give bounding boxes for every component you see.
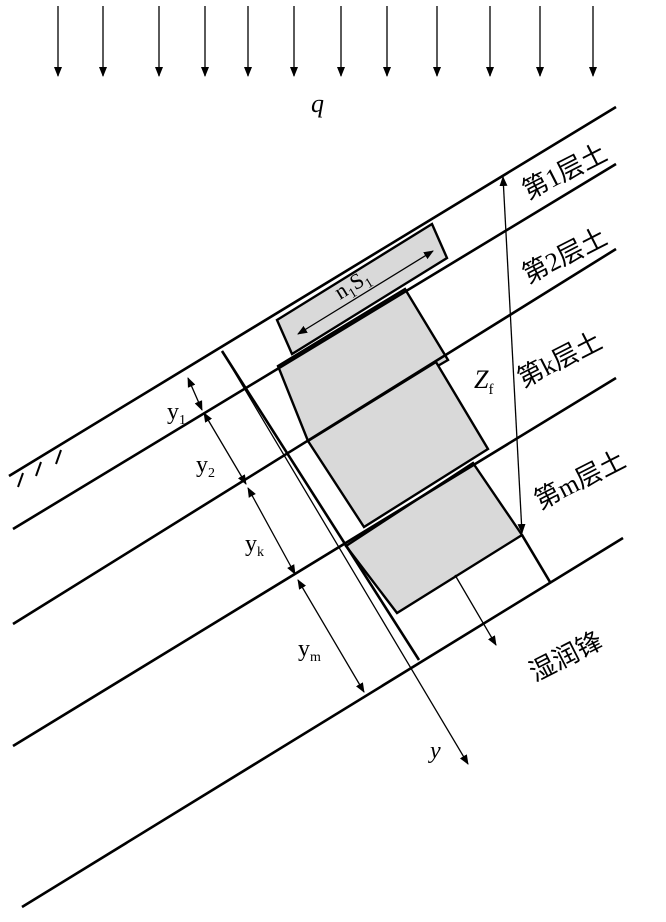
- layerm-label: 第m层土: [530, 445, 631, 515]
- yk-dimension-arrow: [247, 487, 296, 575]
- ground-hatch-marks: [17, 449, 62, 488]
- block-right-edge: [520, 534, 552, 583]
- y2-label: y2: [196, 452, 215, 481]
- load-label: q: [311, 89, 324, 118]
- bottom-boundary-line: [21, 536, 624, 909]
- hatch-mark: [17, 472, 24, 488]
- wetted-blocks: [275, 222, 524, 615]
- dimension-arrows: [187, 176, 526, 693]
- n1s1-dimension-arrow: [297, 250, 434, 335]
- layer2-label: 第2层土: [518, 222, 612, 289]
- zf-label: Zf: [474, 365, 493, 398]
- y1-dimension-arrow: [187, 377, 203, 411]
- layerk-label: 第k层土: [513, 326, 607, 393]
- y-axis: [221, 350, 469, 765]
- y-axis-label: y: [428, 738, 441, 764]
- zf-dimension-arrow: [499, 176, 526, 534]
- ym-label: ym: [298, 636, 321, 665]
- hatch-mark: [35, 461, 42, 477]
- ym-dimension-arrow: [297, 579, 365, 693]
- layer-boundaries: [8, 105, 624, 909]
- load-arrows: [54, 6, 597, 77]
- boundary-layer1-layer2: [12, 162, 617, 531]
- wetting-front-edge: [220, 350, 421, 661]
- y2-dimension-arrow: [203, 412, 247, 485]
- wetting-front-label: 湿润锋: [525, 626, 608, 687]
- hatch-mark: [55, 449, 62, 465]
- yk-label: yk: [245, 531, 264, 560]
- y1-label: y1: [167, 399, 186, 428]
- wetting-front-arrow: [454, 574, 497, 646]
